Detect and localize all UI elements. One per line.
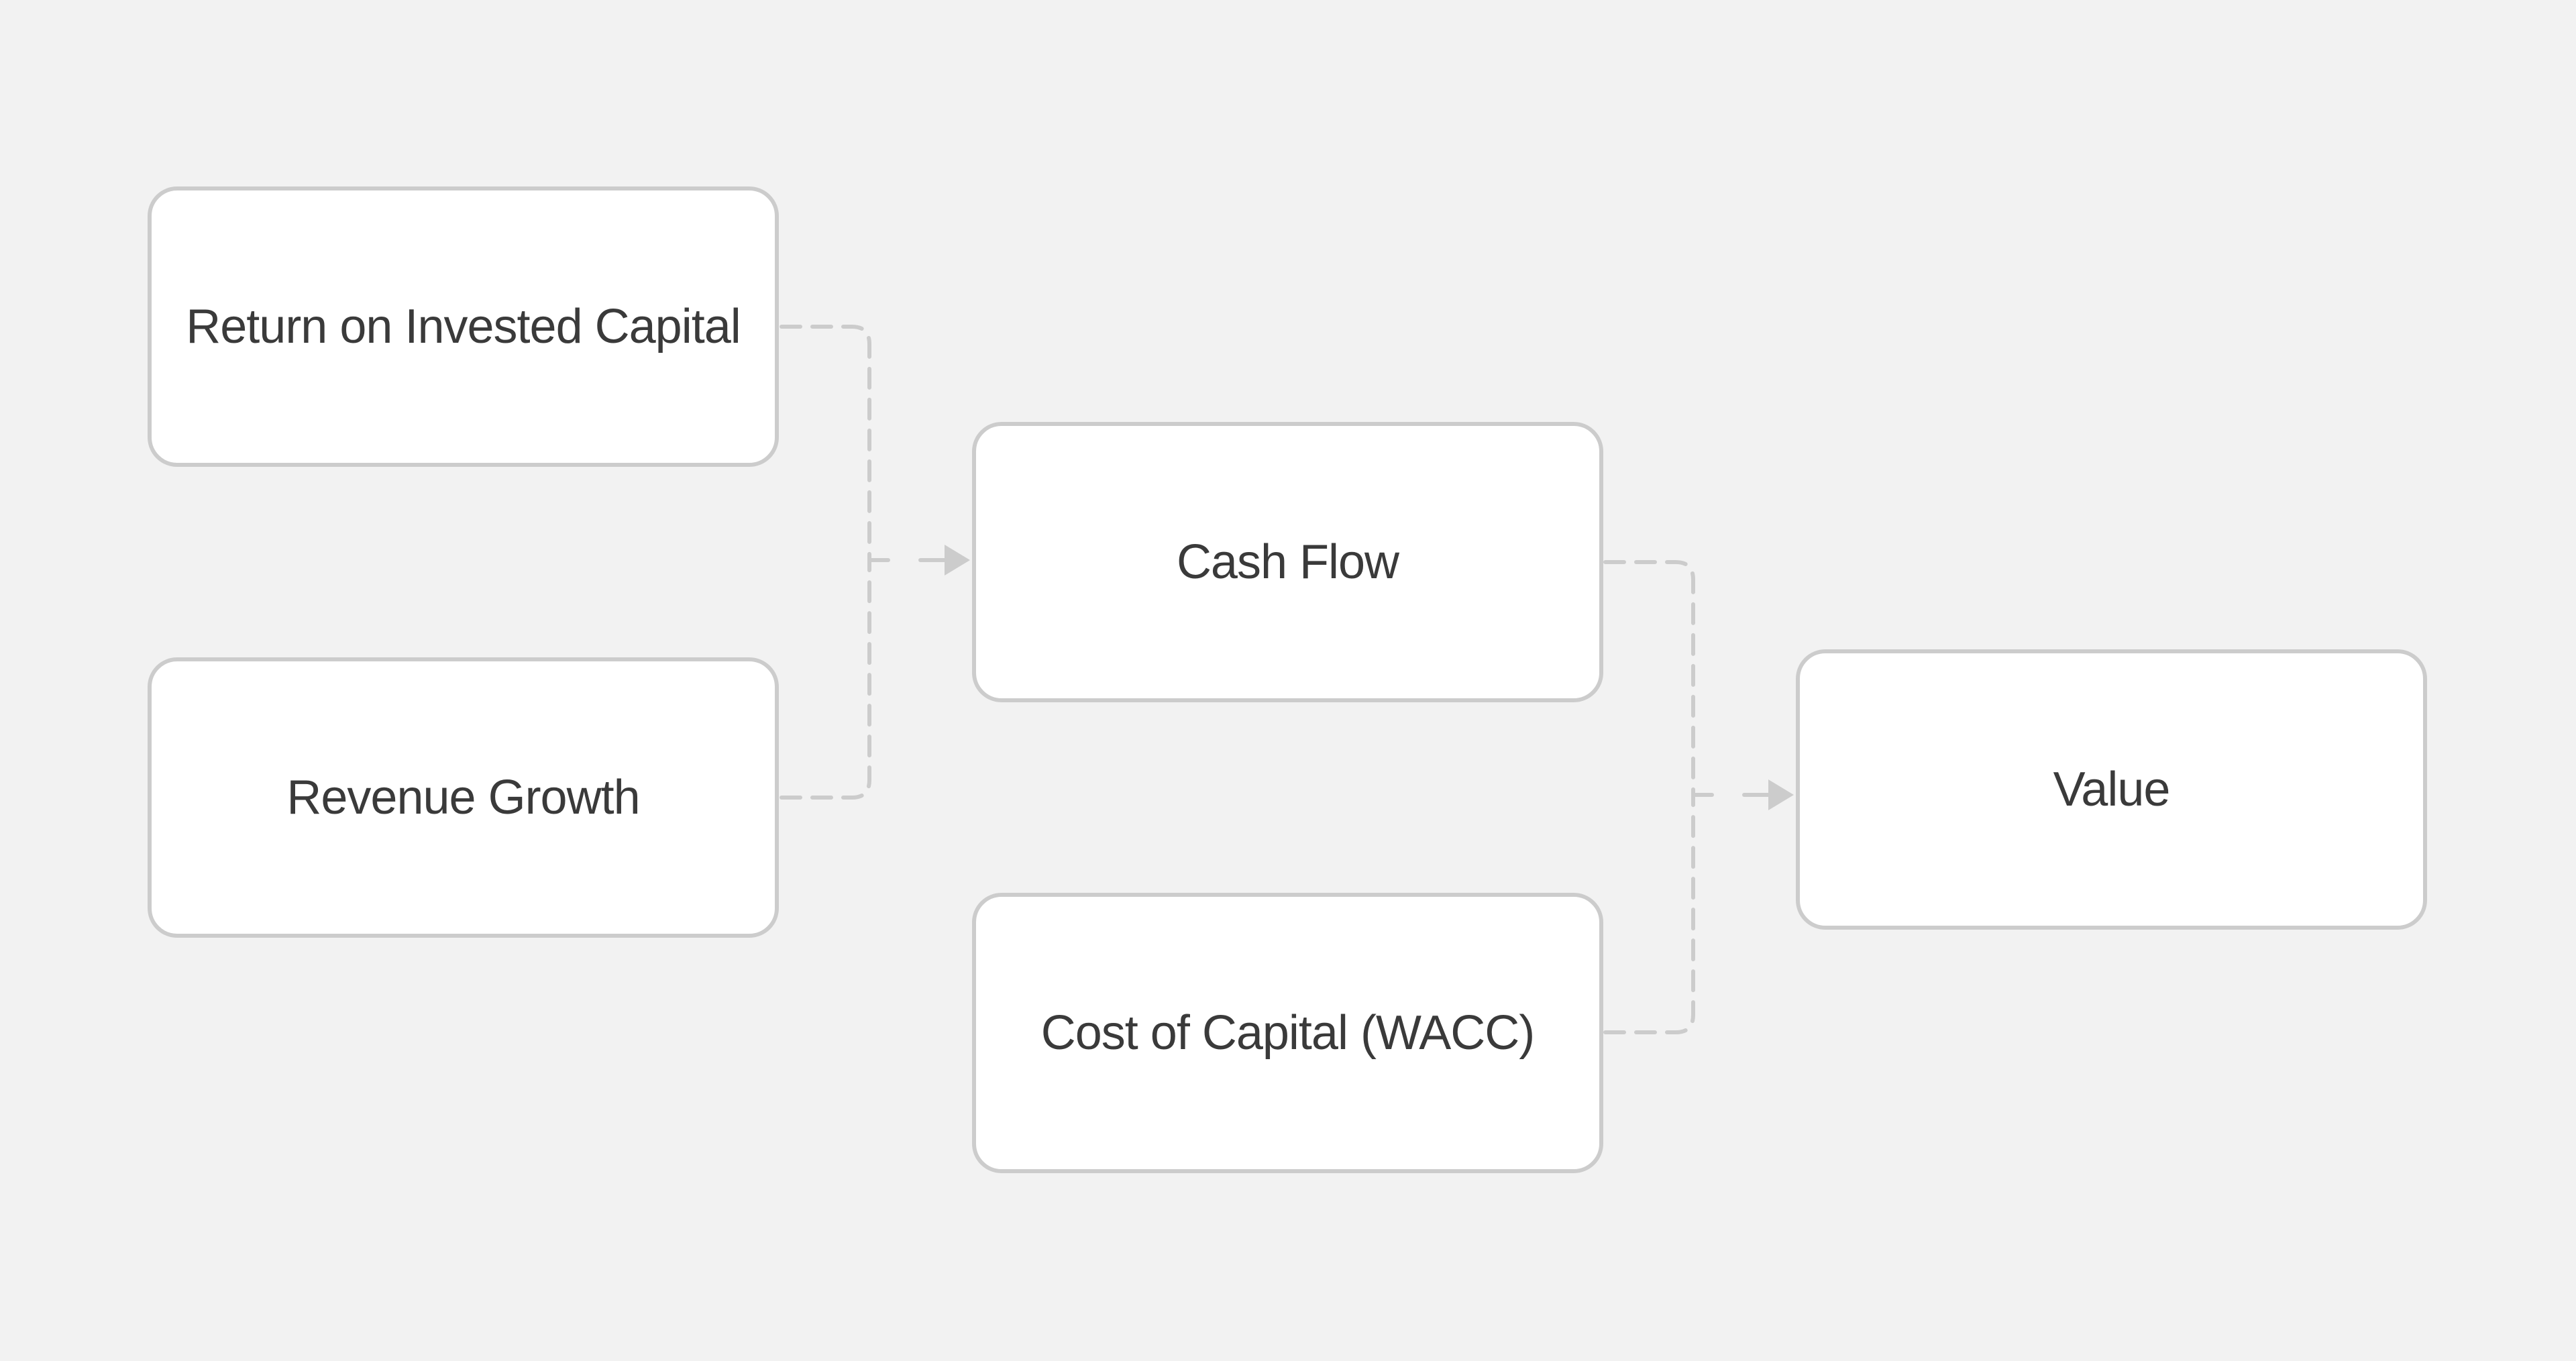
node-cash-flow[interactable]: Cash Flow (972, 422, 1603, 702)
node-wacc-label: Cost of Capital (WACC) (1040, 1006, 1535, 1060)
node-roic[interactable]: Return on Invested Capital (148, 186, 779, 467)
connector-wacc-to-value (1603, 793, 1695, 1034)
node-value[interactable]: Value (1796, 649, 2427, 930)
node-wacc[interactable]: Cost of Capital (WACC) (972, 893, 1603, 1173)
connector-revenue-growth-to-cash-flow (780, 558, 871, 800)
node-value-label: Value (2053, 763, 2171, 816)
node-revenue-growth[interactable]: Revenue Growth (148, 657, 779, 938)
arrow-head-value (1768, 779, 1794, 810)
connector-cash-flow-to-value (1603, 560, 1695, 797)
arrow-head-cash-flow (945, 545, 970, 576)
node-roic-label: Return on Invested Capital (186, 300, 741, 353)
node-cash-flow-label: Cash Flow (1176, 535, 1399, 589)
connector-roic-to-cash-flow (780, 325, 871, 562)
node-revenue-growth-label: Revenue Growth (286, 771, 640, 824)
